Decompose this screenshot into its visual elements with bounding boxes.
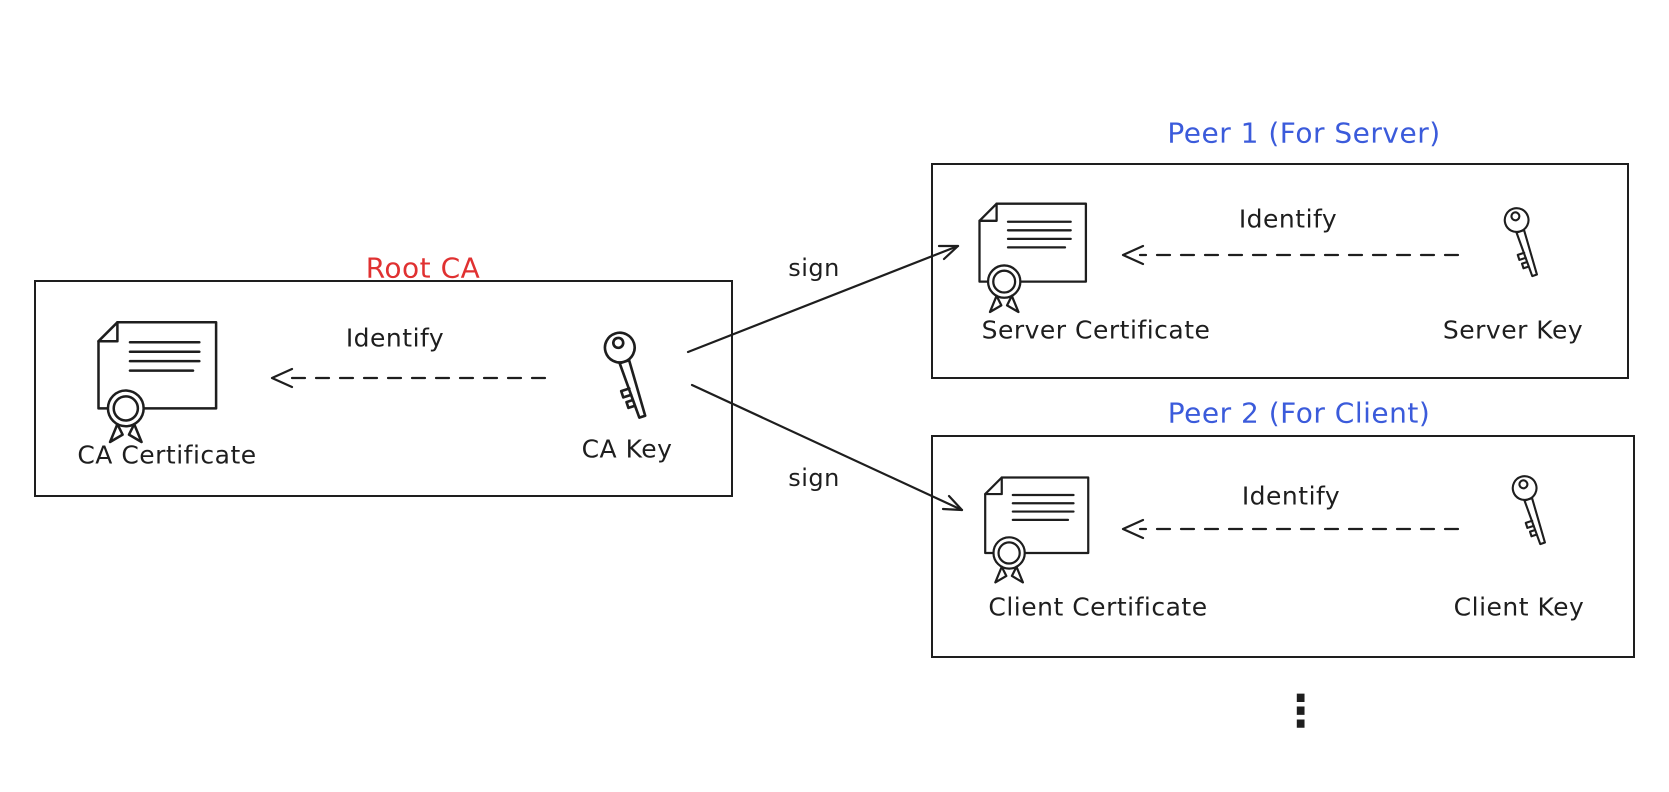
- certificate-icon: [97, 321, 218, 444]
- peer2-identify-label: Identify: [1241, 481, 1341, 511]
- more-peers-ellipsis: ⋮: [1278, 686, 1324, 737]
- peer2-title: Peer 2 (For Client): [1167, 396, 1431, 430]
- sign-label-bottom: sign: [788, 464, 840, 492]
- root-ca-box: [34, 280, 733, 497]
- root-ca-title: Root CA: [365, 251, 481, 285]
- key-icon: [1511, 475, 1546, 546]
- identify-arrow-root: [270, 367, 547, 389]
- peer1-identify-label: Identify: [1238, 204, 1338, 234]
- identify-arrow-peer2: [1121, 518, 1460, 540]
- peer2-box: [931, 435, 1635, 658]
- certificate-icon: [984, 476, 1090, 584]
- certificate-icon: [978, 202, 1088, 314]
- ca-key-label: CA Key: [581, 434, 673, 464]
- server-certificate-label: Server Certificate: [981, 315, 1211, 345]
- key-icon: [603, 331, 647, 419]
- client-key-label: Client Key: [1453, 592, 1585, 622]
- sign-arrow-peer2: [690, 383, 964, 512]
- root-identify-label: Identify: [345, 323, 445, 353]
- server-key-label: Server Key: [1442, 315, 1584, 345]
- peer1-title: Peer 1 (For Server): [1167, 116, 1441, 150]
- sign-label-top: sign: [788, 254, 840, 282]
- peer1-box: [931, 163, 1629, 379]
- sign-arrow-peer1: [686, 244, 960, 354]
- identify-arrow-peer1: [1121, 244, 1460, 266]
- client-certificate-label: Client Certificate: [988, 592, 1208, 622]
- key-icon: [1503, 207, 1538, 278]
- ca-certificate-label: CA Certificate: [77, 440, 257, 470]
